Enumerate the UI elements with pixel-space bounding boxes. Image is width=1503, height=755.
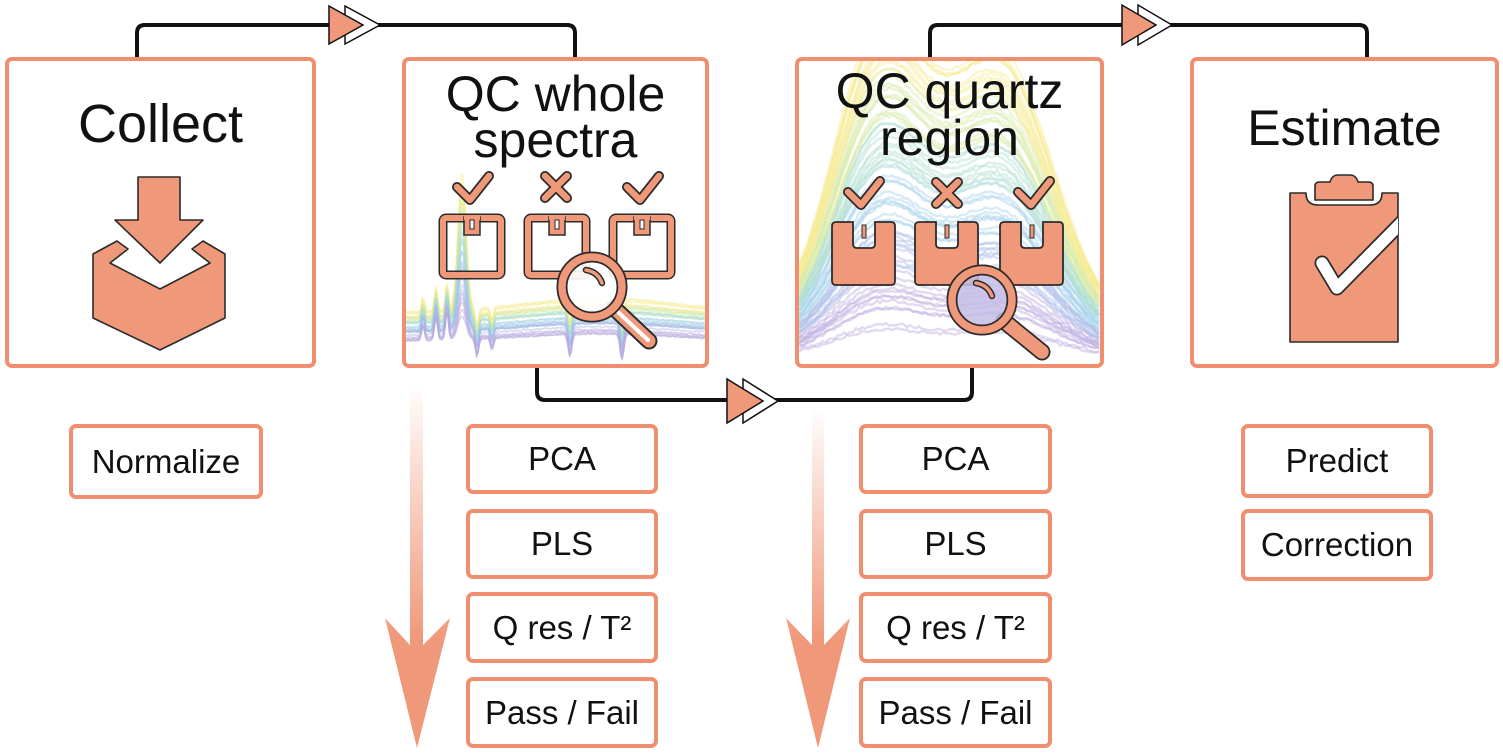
- spectrum-trace: [799, 61, 1100, 292]
- spectrum-trace: [799, 61, 1100, 290]
- step-correction: Correction: [1241, 509, 1433, 581]
- spectrum-trace: [799, 81, 1100, 299]
- spectrum-trace: [799, 121, 1100, 308]
- spectrum-trace: [799, 93, 1100, 302]
- stage-title-estimate: Estimate: [1190, 100, 1499, 157]
- step-pls: PLS: [859, 509, 1052, 579]
- whole-spectra-plot-background: [406, 172, 705, 361]
- spectrum-trace: [799, 107, 1100, 305]
- spectrum-trace: [799, 61, 1100, 287]
- step-q-res-t2: Q res / T²: [466, 592, 658, 663]
- package-inspection-icon: [831, 181, 1064, 361]
- stage-title-collect: Collect: [5, 94, 316, 154]
- step-predict: Predict: [1241, 424, 1433, 498]
- spectrum-trace: [406, 300, 705, 359]
- flow-arrow-icon: [726, 377, 780, 425]
- spectrum-trace: [799, 61, 1100, 286]
- sequence-down-arrow-quartz: [786, 408, 850, 748]
- stage-title-line: Estimate: [1247, 100, 1442, 156]
- clipboard-check-icon: [1289, 174, 1399, 343]
- stage-box-collect: [5, 57, 316, 368]
- step-pass-fail: Pass / Fail: [466, 677, 658, 748]
- spectrum-trace: [799, 327, 1100, 354]
- spectrum-trace: [799, 95, 1100, 304]
- spectrum-trace: [799, 61, 1100, 288]
- spectrum-trace: [406, 312, 705, 361]
- download-to-box-icon: [92, 176, 226, 351]
- spectrum-trace: [799, 61, 1100, 290]
- step-pass-fail: Pass / Fail: [859, 677, 1052, 748]
- step-pca: PCA: [859, 424, 1052, 494]
- spectrum-trace: [799, 84, 1100, 301]
- stage-title-line: QC quartz: [835, 63, 1064, 119]
- sequence-down-arrow-whole: [385, 383, 450, 748]
- stage-title-line: spectra: [473, 112, 638, 168]
- step-pca: PCA: [466, 424, 658, 494]
- flow-arrow-icon: [328, 4, 382, 46]
- flow-arrow-icon: [1121, 3, 1174, 47]
- step-q-res-t2: Q res / T²: [859, 592, 1052, 663]
- spectrum-trace: [799, 121, 1100, 308]
- spectrum-trace: [799, 74, 1100, 297]
- magnifier-icon: [946, 264, 1051, 361]
- spectrum-trace: [799, 61, 1100, 285]
- spectrum-trace: [799, 61, 1100, 288]
- spectrum-trace: [799, 112, 1100, 306]
- spectrum-trace: [799, 94, 1100, 303]
- stage-box-estimate: [1190, 57, 1499, 368]
- stage-title-line: Collect: [77, 94, 244, 154]
- stage-title-qc-quartz-region: QC quartz region: [795, 63, 1104, 166]
- magnifier-icon: [556, 251, 658, 350]
- step-normalize: Normalize: [69, 424, 263, 499]
- spectrum-trace: [799, 321, 1100, 354]
- spectrum-trace: [799, 305, 1100, 349]
- spectrum-trace: [799, 111, 1100, 307]
- stage-title-qc-whole-spectra: QC whole spectra: [402, 66, 709, 168]
- step-pls: PLS: [466, 509, 658, 579]
- spectrum-trace: [799, 306, 1100, 350]
- quartz-region-spectra-plot-background: [799, 61, 1100, 354]
- stage-box-qc-whole-spectra: [402, 57, 709, 368]
- package-inspection-icon: [443, 176, 671, 350]
- stage-box-qc-quartz-region: [795, 57, 1104, 368]
- stage-title-line: region: [880, 110, 1019, 166]
- spectrum-trace: [799, 113, 1100, 306]
- stage-title-line: QC whole: [445, 66, 666, 122]
- spectrum-trace: [799, 86, 1100, 300]
